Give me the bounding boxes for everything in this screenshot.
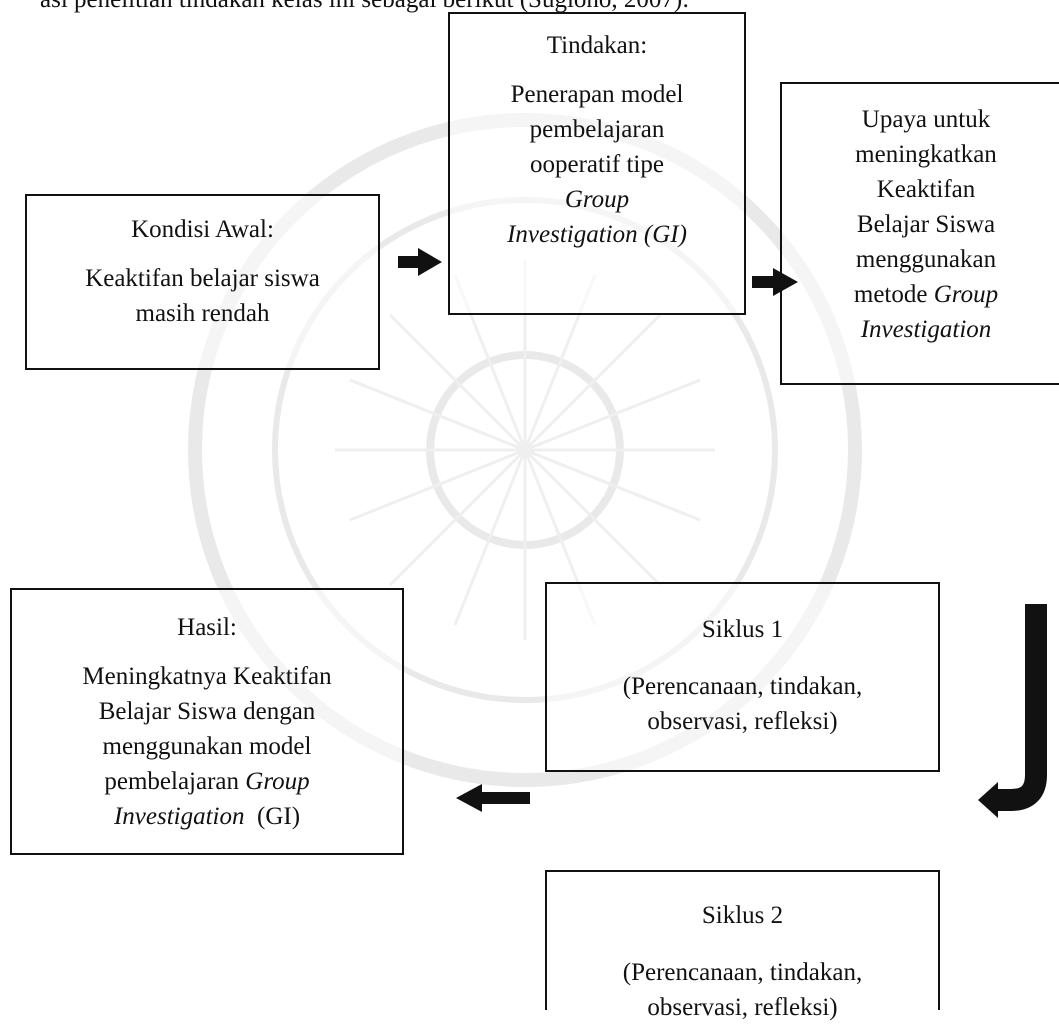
action-line: Penerapan model (510, 81, 684, 108)
effort-line-italic: Investigation (860, 316, 992, 343)
result-line-model: pembelajaran Group (12, 764, 402, 799)
effort-line: menggunakan (855, 246, 997, 273)
result-line: menggunakan model (102, 733, 312, 760)
cycle-2-line: (Perencanaan, tindakan, (622, 959, 863, 986)
cycle-1-line: observasi, refleksi) (647, 708, 838, 735)
action-line-italic: Investigation (GI) (507, 221, 687, 248)
result-gi-text: (GI) (244, 803, 301, 830)
action-title: Tindakan: (546, 32, 648, 59)
cycle-2-title: Siklus 2 (701, 902, 784, 929)
result-line: Meningkatnya Keaktifan (82, 663, 332, 690)
action-box: Tindakan: Penerapan model pembelajaran o… (448, 12, 746, 315)
cycle-1-line: (Perencanaan, tindakan, (622, 673, 863, 700)
cycle-1-title: Siklus 1 (701, 616, 784, 643)
initial-condition-line: Keaktifan belajar siswa (85, 265, 320, 292)
result-line-gi: Investigation (GI) (12, 799, 402, 834)
arrow-condition-to-action (398, 248, 442, 276)
result-model-italic: Group (245, 768, 310, 795)
result-model-text: pembelajaran (104, 768, 246, 795)
action-line: ooperatif tipe (530, 151, 664, 178)
effort-line: Upaya untuk (861, 106, 991, 133)
effort-line: meningkatkan (855, 141, 997, 168)
arrow-cycles-to-result (456, 784, 530, 812)
effort-line: Belajar Siswa (856, 211, 996, 238)
action-line-italic: Group (564, 186, 630, 213)
result-box: Hasil: Meningkatnya Keaktifan Belajar Si… (10, 588, 404, 855)
result-title: Hasil: (177, 614, 237, 641)
effort-line-method: metode Group (782, 277, 1059, 312)
initial-condition-box: Kondisi Awal: Keaktifan belajar siswa ma… (25, 194, 380, 370)
effort-box: Upaya untuk meningkatkan Keaktifan Belaj… (780, 82, 1059, 385)
effort-line: Keaktifan (876, 176, 976, 203)
initial-condition-line: masih rendah (135, 300, 270, 327)
effort-method-text: metode (853, 281, 934, 308)
intro-text: asi penelitian tindakan kelas ini sebaga… (40, 0, 689, 14)
cycle-2-line: observasi, refleksi) (647, 994, 838, 1021)
action-line: pembelajaran (529, 116, 665, 143)
curved-down-left-arrow (978, 604, 1047, 818)
effort-method-italic: Group (933, 281, 999, 308)
result-line: Belajar Siswa dengan (98, 698, 316, 725)
cycle-2-box: Siklus 2 (Perencanaan, tindakan, observa… (545, 870, 940, 1021)
result-gi-italic: Investigation (113, 803, 245, 830)
initial-condition-title: Kondisi Awal: (131, 216, 274, 243)
cycle-1-box: Siklus 1 (Perencanaan, tindakan, observa… (545, 582, 940, 772)
